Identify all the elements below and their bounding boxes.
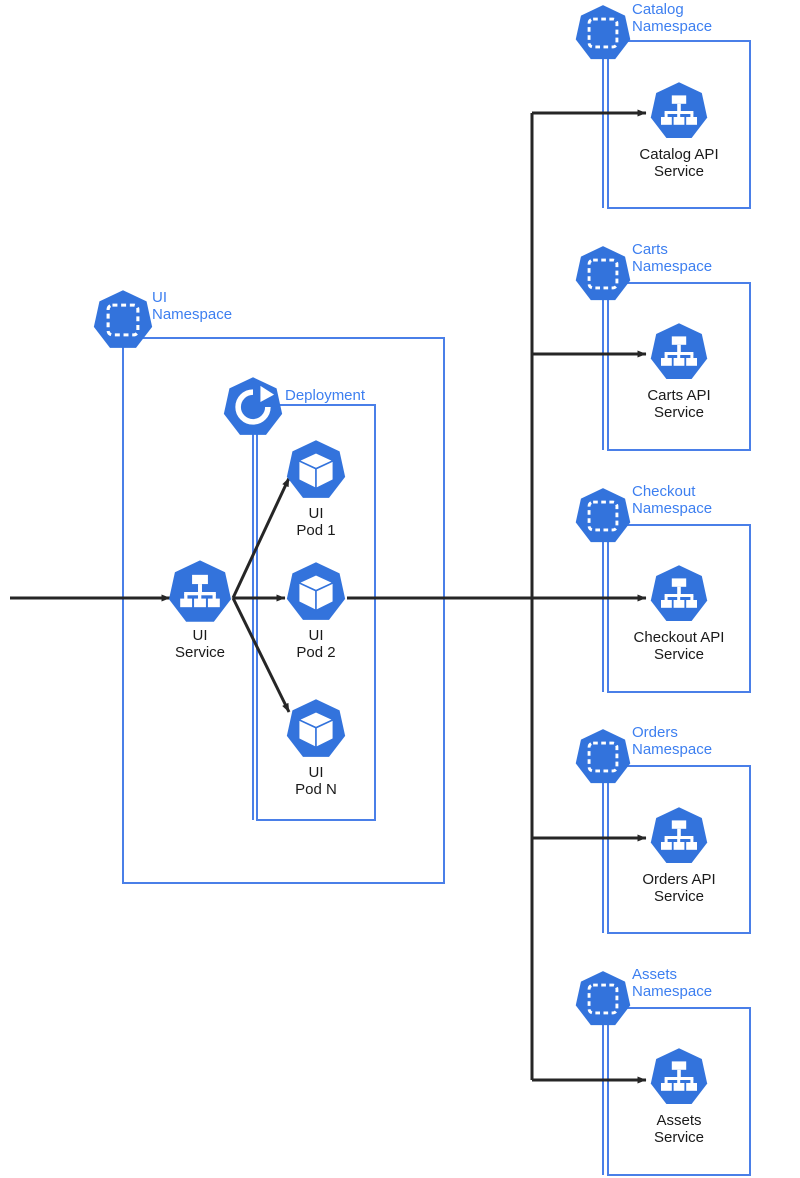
- pod-icon[interactable]: [286, 561, 346, 621]
- ui-service-label: UI Service: [174, 627, 226, 661]
- ui-pod-label-1: UI Pod 1: [296, 505, 336, 539]
- deployment-icon[interactable]: [224, 377, 282, 435]
- service-icon[interactable]: [650, 82, 708, 138]
- service-label-checkout: Checkout API Service: [633, 629, 725, 663]
- arrow-service-to-pod-1: [231, 477, 291, 599]
- namespace-label-checkout: Checkout Namespace: [632, 483, 713, 517]
- namespace-label-carts: Carts Namespace: [632, 241, 713, 275]
- service-icon[interactable]: [650, 807, 708, 863]
- pod-icon[interactable]: [286, 698, 346, 758]
- namespace-box-catalog: [607, 40, 751, 209]
- namespace-label-assets: Assets Namespace: [632, 966, 713, 1000]
- namespace-icon[interactable]: [574, 970, 632, 1027]
- namespace-label-orders: Orders Namespace: [632, 724, 713, 758]
- namespace-icon[interactable]: [574, 728, 632, 785]
- namespace-box-orders: [607, 765, 751, 934]
- arrow-service-to-pod-n: [231, 597, 291, 713]
- service-label-assets: Assets Service: [653, 1112, 705, 1146]
- service-icon[interactable]: [650, 323, 708, 379]
- service-icon[interactable]: [168, 560, 232, 622]
- namespace-box-carts: [607, 282, 751, 451]
- namespace-icon[interactable]: [574, 245, 632, 302]
- deployment-box: [256, 404, 376, 821]
- service-icon[interactable]: [650, 565, 708, 621]
- service-icon[interactable]: [650, 1048, 708, 1104]
- pod-icon[interactable]: [286, 439, 346, 499]
- service-label-carts: Carts API Service: [647, 387, 711, 421]
- ui-pod-label-3: UI Pod N: [295, 764, 337, 798]
- namespace-box-assets: [607, 1007, 751, 1176]
- namespace-icon[interactable]: [574, 487, 632, 544]
- service-label-orders: Orders API Service: [642, 871, 716, 905]
- namespace-label-catalog: Catalog Namespace: [632, 1, 713, 35]
- deployment-label: Deployment: [285, 387, 366, 404]
- namespace-box-checkout: [607, 524, 751, 693]
- ui-pod-label-2: UI Pod 2: [296, 627, 336, 661]
- namespace-icon[interactable]: [92, 289, 154, 350]
- ui-namespace-label: UI Namespace: [152, 289, 233, 323]
- diagram-shapes: [10, 4, 751, 1176]
- ui-namespace-box: [122, 337, 445, 884]
- namespace-icon[interactable]: [574, 4, 632, 61]
- service-label-catalog: Catalog API Service: [639, 146, 719, 180]
